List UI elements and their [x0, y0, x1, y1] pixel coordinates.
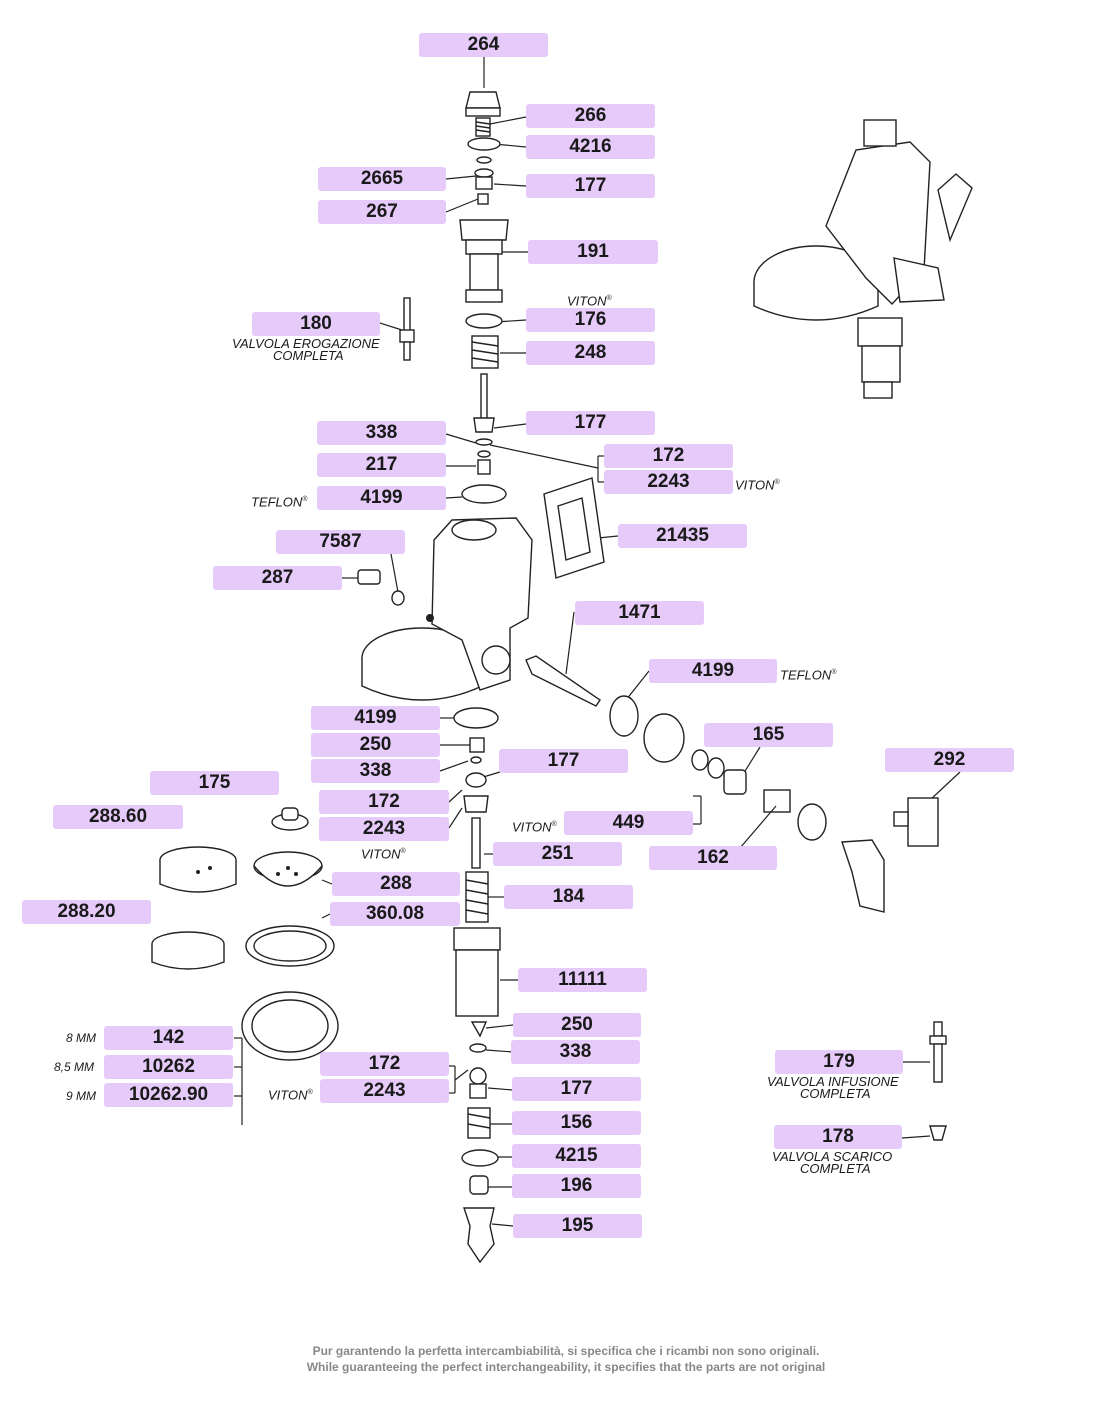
part-label-1471: 1471 [575, 601, 704, 625]
valvola-scarico-line2: COMPLETA [800, 1161, 871, 1176]
part-label-2243-lower: 2243 [320, 1079, 449, 1103]
part-label-338-lower: 338 [511, 1040, 640, 1064]
part-label-172-top: 172 [604, 444, 733, 468]
part-label-177-top: 177 [526, 174, 655, 198]
part-label-165: 165 [704, 723, 833, 747]
valvola-erogazione-line1: VALVOLA EROGAZIONE [232, 336, 380, 351]
part-label-338-top: 338 [317, 421, 446, 445]
part-label-142: 142 [104, 1026, 233, 1050]
part-label-2243-middle: 2243 [319, 817, 449, 841]
part-label-172-lower: 172 [320, 1052, 449, 1076]
part-label-292: 292 [885, 748, 1014, 772]
part-label-264: 264 [419, 33, 548, 57]
part-label-177-mid: 177 [526, 411, 655, 435]
valvola-infusione-line2: COMPLETA [800, 1086, 871, 1101]
part-label-266: 266 [526, 104, 655, 128]
viton-note-2243-lower: VITON® [268, 1087, 313, 1103]
part-label-175: 175 [150, 771, 279, 795]
part-label-248: 248 [526, 341, 655, 365]
part-label-217: 217 [317, 453, 446, 477]
part-label-288-20: 288.20 [22, 900, 151, 924]
part-label-177-lower: 177 [499, 749, 628, 773]
part-label-2665: 2665 [318, 167, 446, 191]
teflon-note-4199-top: TEFLON® [251, 494, 308, 510]
footer-disclaimer-italian: Pur garantendo la perfetta intercambiabi… [312, 1344, 820, 1358]
viton-note-2243-middle: VITON® [361, 846, 406, 862]
part-label-288: 288 [332, 872, 460, 896]
part-label-287: 287 [213, 566, 342, 590]
part-label-184: 184 [504, 885, 633, 909]
part-label-162: 162 [649, 846, 777, 870]
part-label-191: 191 [528, 240, 658, 264]
part-label-10262: 10262 [104, 1055, 233, 1079]
part-label-177-bottom: 177 [512, 1077, 641, 1101]
part-label-2243-top: 2243 [604, 470, 733, 494]
part-label-172-middle: 172 [319, 790, 449, 814]
valvola-erogazione-line2: COMPLETA [273, 348, 344, 363]
viton-note-2243-top: VITON® [735, 477, 780, 493]
part-label-4199-lower: 4199 [311, 706, 440, 730]
part-label-449: 449 [564, 811, 693, 835]
valvola-infusione-line1: VALVOLA INFUSIONE [767, 1074, 899, 1089]
part-label-7587: 7587 [276, 530, 405, 554]
part-label-178: 178 [774, 1125, 902, 1149]
part-label-21435: 21435 [618, 524, 747, 548]
valvola-scarico-line1: VALVOLA SCARICO [772, 1149, 893, 1164]
viton-note-176: VITON® [567, 293, 612, 309]
part-label-11111: 11111 [518, 968, 647, 992]
part-label-10262-90: 10262.90 [104, 1083, 233, 1107]
part-label-250-lower: 250 [513, 1013, 641, 1037]
part-label-250-upper: 250 [311, 733, 440, 757]
part-label-179: 179 [775, 1050, 903, 1074]
footer-disclaimer-english: While guaranteeing the perfect interchan… [306, 1360, 826, 1374]
part-label-338-middle: 338 [311, 759, 440, 783]
part-label-176: 176 [526, 308, 655, 332]
part-label-288-60: 288.60 [53, 805, 183, 829]
part-label-4199-right: 4199 [649, 659, 777, 683]
viton-note-449: VITON® [512, 819, 557, 835]
size-note-9mm: 9 MM [66, 1089, 96, 1103]
part-label-4199-top: 4199 [317, 486, 446, 510]
part-label-4216: 4216 [526, 135, 655, 159]
size-note-8mm: 8 MM [66, 1031, 96, 1045]
part-label-195: 195 [513, 1214, 642, 1238]
part-label-156: 156 [512, 1111, 641, 1135]
part-label-360-08: 360.08 [330, 902, 460, 926]
part-label-4215: 4215 [512, 1144, 641, 1168]
part-label-267: 267 [318, 200, 446, 224]
teflon-note-4199-right: TEFLON® [780, 667, 837, 683]
part-label-251: 251 [493, 842, 622, 866]
part-label-196: 196 [512, 1174, 641, 1198]
size-note-8-5mm: 8,5 MM [54, 1060, 95, 1074]
part-label-180: 180 [252, 312, 380, 336]
